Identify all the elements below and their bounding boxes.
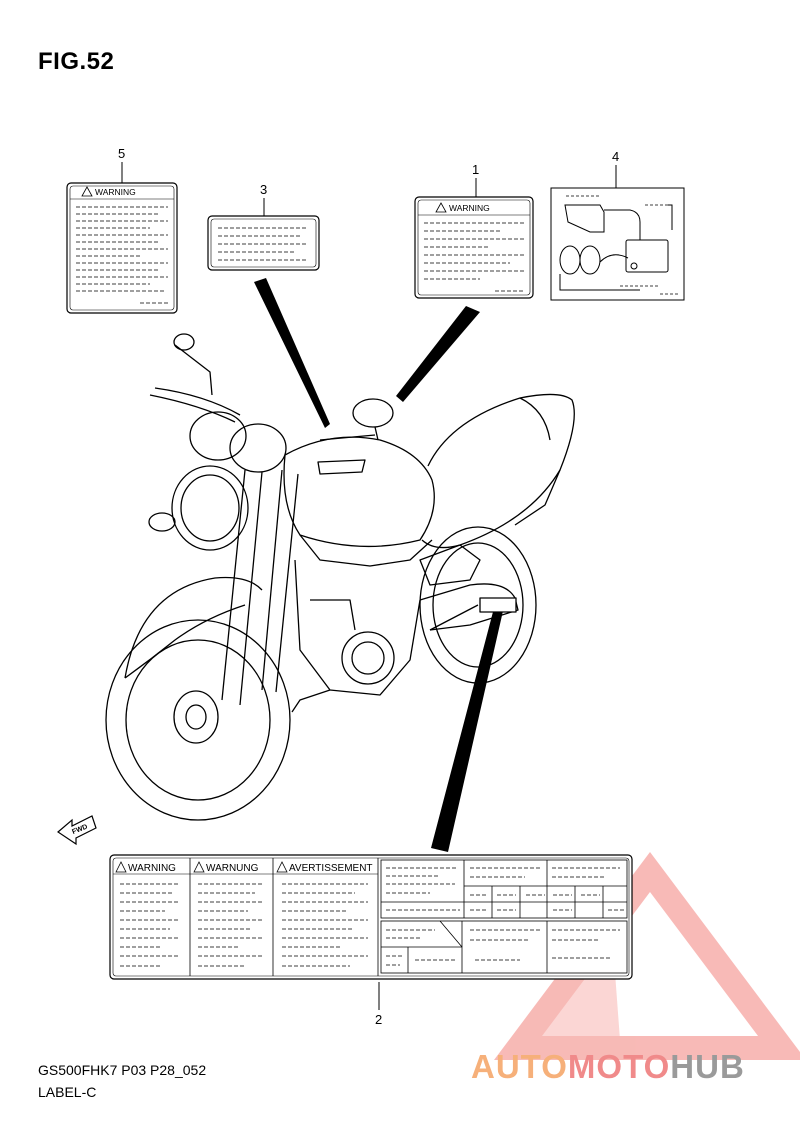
label-4 (550, 187, 685, 301)
callout-number-3: 3 (260, 182, 267, 197)
label-1: WARNING (414, 196, 534, 299)
label-5-warning-header: WARNING (95, 187, 136, 197)
fwd-arrow-icon: FWD (57, 815, 97, 846)
watermark-brand: AUTOMOTOHUB (471, 1048, 745, 1086)
label-2-warnung-header: WARNUNG (206, 863, 259, 874)
watermark-part-1: AUTO (471, 1048, 568, 1085)
group-label: LABEL-C (38, 1084, 97, 1100)
label-3 (207, 215, 320, 271)
watermark-part-3: HUB (670, 1048, 745, 1085)
label-2: WARNING WARNUNG AVERTISSEMENT (109, 854, 633, 980)
callout-number-5: 5 (118, 146, 125, 161)
label-5: WARNING (66, 182, 178, 314)
model-code: GS500FHK7 P03 P28_052 (38, 1062, 207, 1078)
callout-number-1: 1 (472, 162, 479, 177)
label-1-warning-header: WARNING (449, 203, 490, 213)
figure-title: FIG.52 (38, 48, 115, 75)
callout-number-2: 2 (375, 1012, 382, 1027)
watermark-part-2: MOTO (567, 1048, 671, 1085)
pointer-wedges (254, 278, 503, 852)
label-2-warning-header: WARNING (128, 863, 176, 874)
callout-number-4: 4 (612, 149, 619, 164)
motorcycle-illustration (105, 333, 575, 821)
label-2-avertissement-header: AVERTISSEMENT (289, 863, 373, 874)
leader-lines (121, 162, 617, 1010)
